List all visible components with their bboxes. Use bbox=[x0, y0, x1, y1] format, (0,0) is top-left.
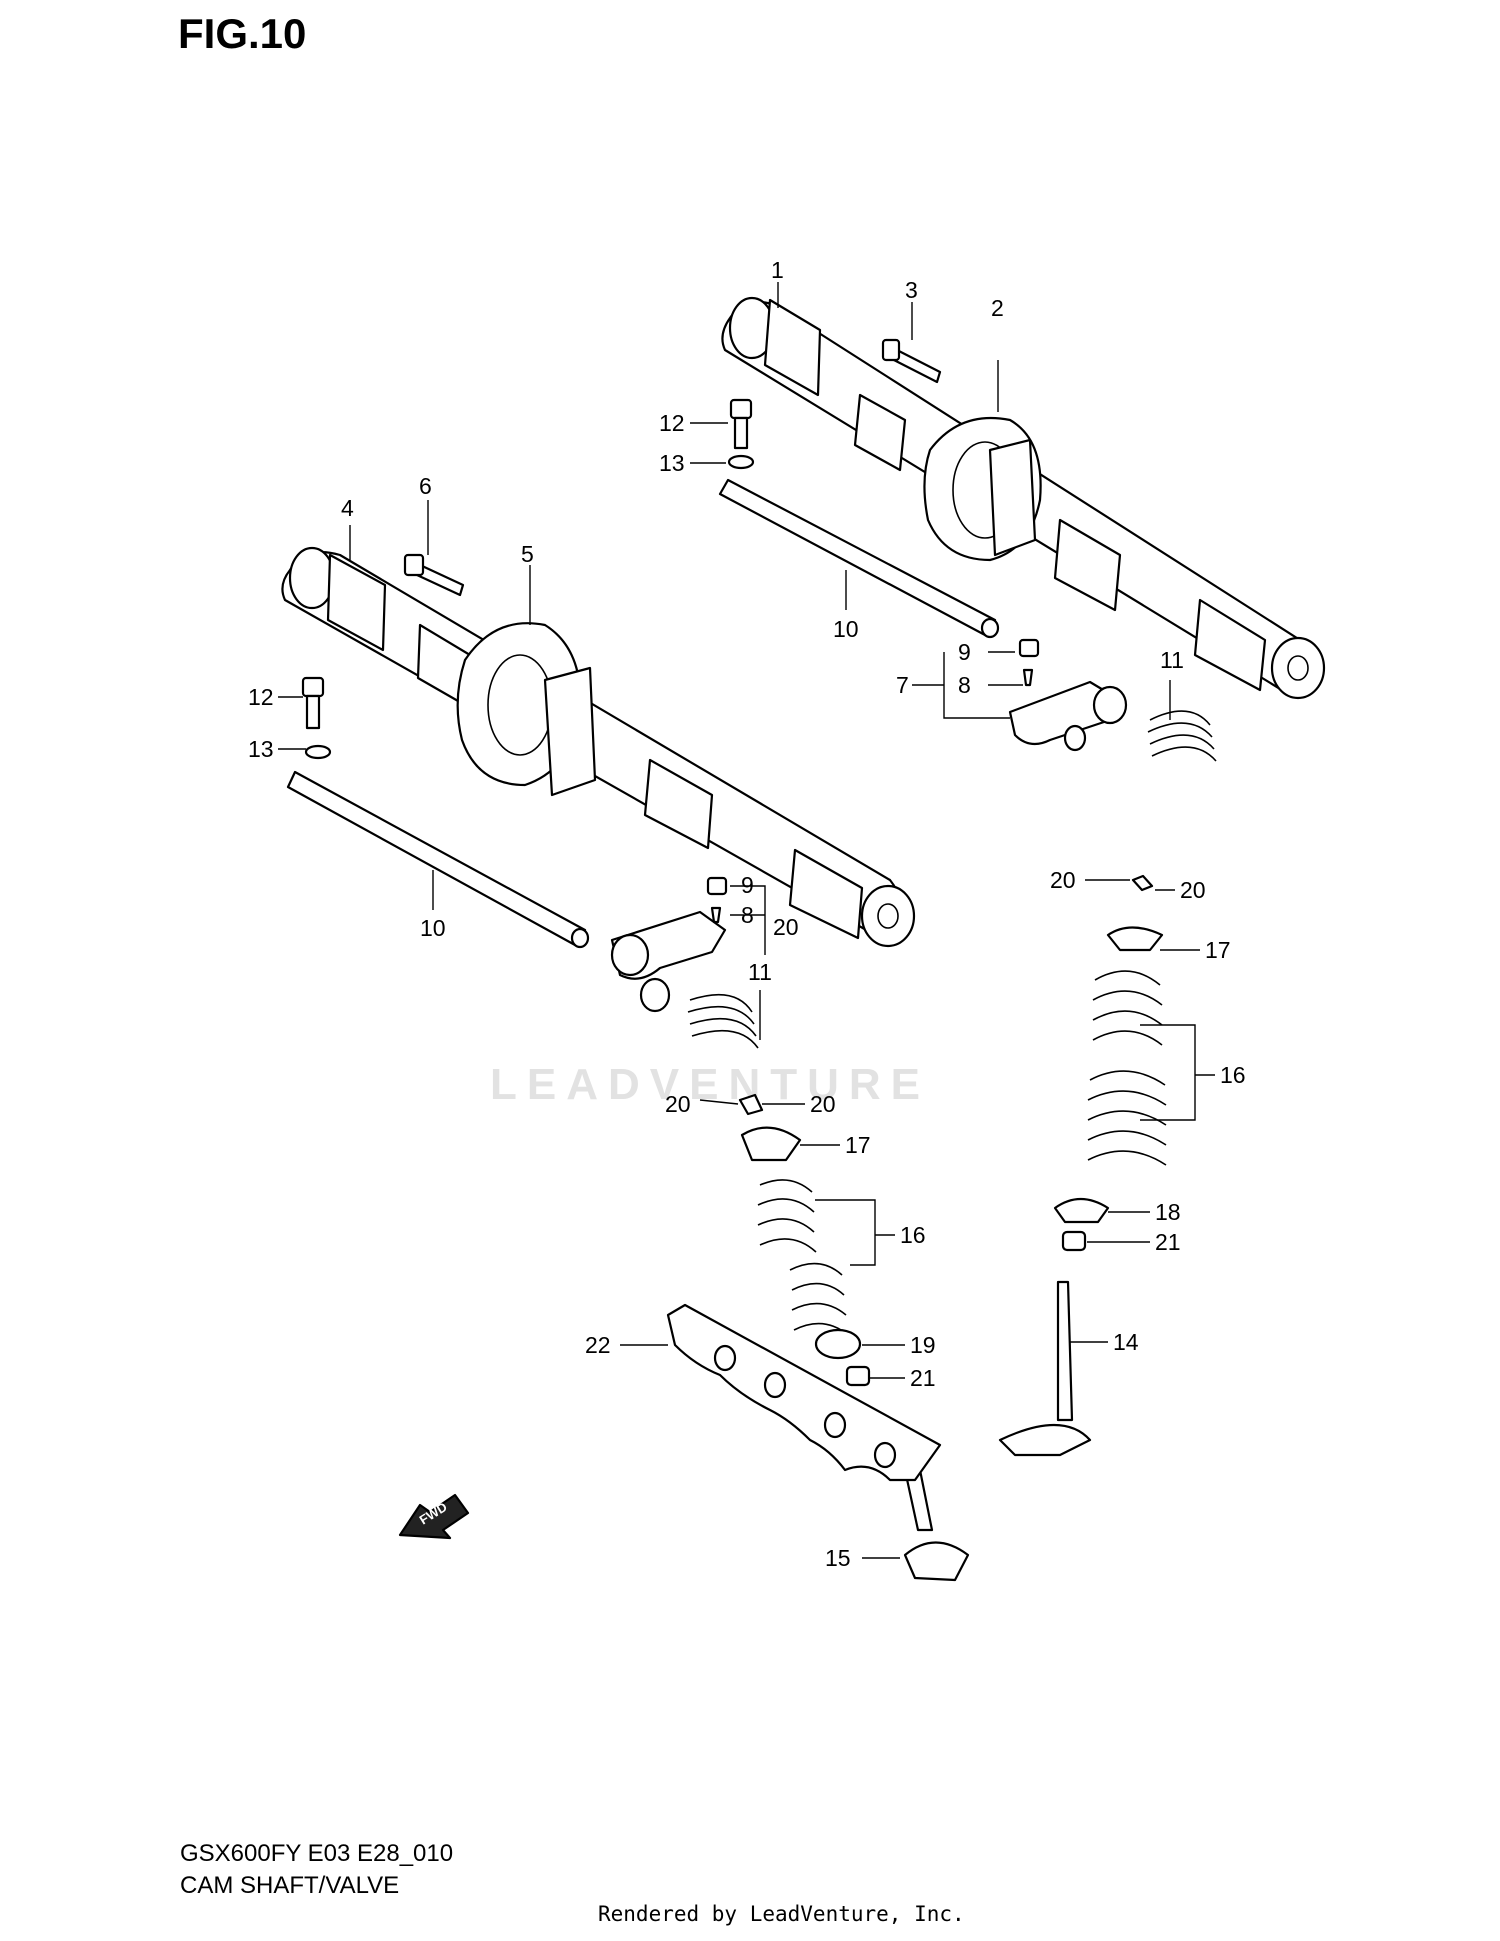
rendered-by-credit: Rendered by LeadVenture, Inc. bbox=[598, 1902, 965, 1926]
bolt-12-upper bbox=[729, 398, 753, 450]
callout-16-left: 16 bbox=[900, 1222, 926, 1248]
callout-20-right-b: 20 bbox=[1180, 877, 1206, 903]
callout-10-upper: 10 bbox=[833, 616, 859, 642]
section-name: CAM SHAFT/VALVE bbox=[180, 1872, 400, 1899]
callout-20-lower-rocker: 20 bbox=[773, 914, 799, 940]
bolt-12-lower bbox=[301, 676, 325, 730]
valve-train-right bbox=[998, 874, 1167, 1457]
callout-12-lower: 12 bbox=[248, 684, 274, 710]
callouts: 1 2 3 4 5 6 7 8 8 9 9 10 10 11 11 12 12 … bbox=[248, 257, 1246, 1571]
callout-13-lower: 13 bbox=[248, 736, 274, 762]
callout-20-left-b: 20 bbox=[810, 1091, 836, 1117]
callout-9-lower: 9 bbox=[741, 872, 754, 898]
callout-7: 7 bbox=[896, 672, 909, 698]
gasket-22 bbox=[666, 1303, 942, 1482]
model-code: GSX600FY E03 E28_010 bbox=[180, 1840, 454, 1867]
rocker-arm-lower bbox=[610, 876, 728, 1013]
callout-21-left: 21 bbox=[910, 1365, 936, 1391]
callout-12-upper: 12 bbox=[659, 410, 685, 436]
leader-lines bbox=[278, 282, 1215, 1559]
callout-20-right-a: 20 bbox=[1050, 867, 1076, 893]
callout-4: 4 bbox=[341, 495, 354, 521]
rocker-shaft-10-upper bbox=[718, 478, 1000, 639]
callout-11-upper: 11 bbox=[1160, 647, 1184, 673]
callout-17-right: 17 bbox=[1205, 937, 1231, 963]
washer-13-upper bbox=[727, 454, 755, 470]
callout-15: 15 bbox=[825, 1545, 851, 1571]
callout-19: 19 bbox=[910, 1332, 936, 1358]
callout-18: 18 bbox=[1155, 1199, 1181, 1225]
callout-10-lower: 10 bbox=[420, 915, 446, 941]
callout-9-upper: 9 bbox=[958, 639, 971, 665]
callout-20-left-a: 20 bbox=[665, 1091, 691, 1117]
rocker-arm-7-upper bbox=[1008, 638, 1128, 752]
callout-6: 6 bbox=[419, 473, 432, 499]
spring-11-upper bbox=[1147, 710, 1217, 762]
callout-17-left: 17 bbox=[845, 1132, 871, 1158]
callout-2: 2 bbox=[991, 295, 1004, 321]
washer-13-lower bbox=[304, 744, 332, 760]
figure-title: FIG.10 bbox=[178, 10, 307, 57]
callout-21-right: 21 bbox=[1155, 1229, 1181, 1255]
bolt-3 bbox=[881, 338, 942, 384]
fwd-arrow: FWD bbox=[398, 1493, 470, 1540]
callout-11-lower: 11 bbox=[748, 959, 772, 985]
callout-22: 22 bbox=[585, 1332, 611, 1358]
callout-8-upper: 8 bbox=[958, 672, 971, 698]
callout-13-upper: 13 bbox=[659, 450, 685, 476]
upper-camshaft bbox=[721, 296, 1326, 700]
bolt-6 bbox=[403, 553, 465, 597]
callout-3: 3 bbox=[905, 277, 918, 303]
callout-1: 1 bbox=[771, 257, 784, 283]
callout-16-right: 16 bbox=[1220, 1062, 1246, 1088]
lower-camshaft bbox=[281, 546, 916, 948]
rocker-shaft-10-lower bbox=[286, 770, 590, 949]
spring-11-lower bbox=[687, 993, 759, 1049]
callout-5: 5 bbox=[521, 541, 534, 567]
callout-8-lower: 8 bbox=[741, 902, 754, 928]
callout-14: 14 bbox=[1113, 1329, 1139, 1355]
